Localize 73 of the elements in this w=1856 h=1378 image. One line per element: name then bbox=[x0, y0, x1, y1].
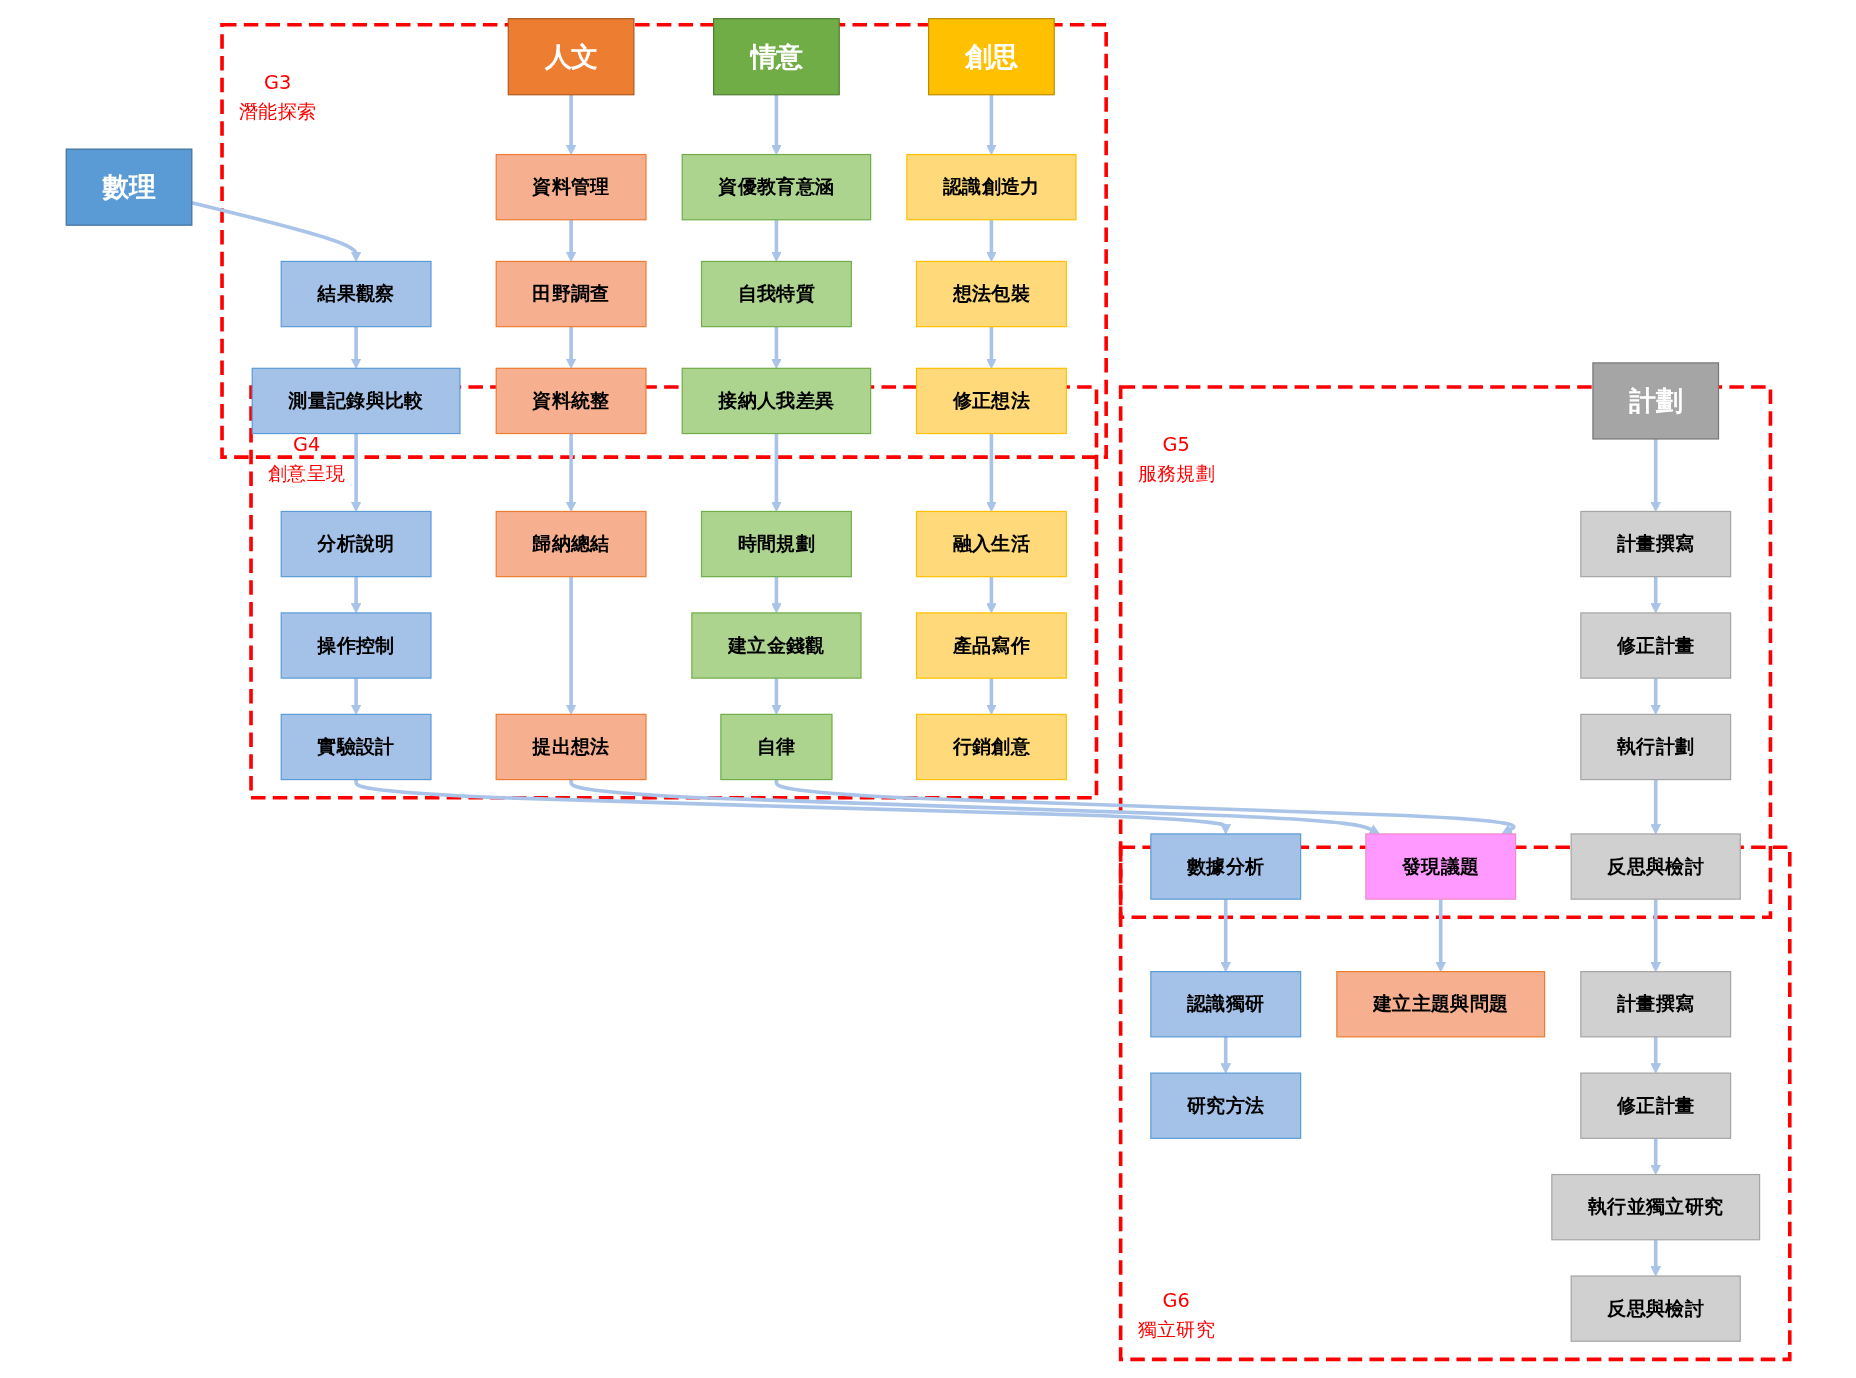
arrow bbox=[986, 219, 997, 262]
node-box: 提出想法 bbox=[495, 713, 647, 781]
node-box: 計畫撰寫 bbox=[1580, 510, 1732, 578]
arrow bbox=[565, 576, 577, 715]
node-box: 自律 bbox=[720, 713, 833, 781]
node-box: 認識獨研 bbox=[1150, 971, 1302, 1038]
arrow bbox=[565, 94, 577, 155]
node-box: 資料管理 bbox=[495, 153, 647, 221]
arrow bbox=[771, 576, 782, 614]
node-box: 結果觀察 bbox=[280, 260, 432, 328]
arrow bbox=[771, 94, 782, 155]
arrow bbox=[350, 678, 362, 715]
node-box: 田野調查 bbox=[495, 260, 647, 328]
arrow bbox=[1650, 1036, 1661, 1074]
node-box: 實驗設計 bbox=[280, 713, 432, 781]
node-box: 研究方法 bbox=[1150, 1072, 1302, 1139]
node-box: 歸納總結 bbox=[495, 510, 647, 578]
arrow bbox=[986, 94, 997, 155]
node-box: 認識創造力 bbox=[906, 153, 1077, 221]
node-box: 融入生活 bbox=[915, 510, 1067, 578]
arrow bbox=[1650, 439, 1661, 512]
arrow bbox=[986, 678, 997, 715]
node-box: 修正計畫 bbox=[1580, 1072, 1732, 1139]
node-box: 自我特質 bbox=[700, 260, 852, 328]
node-box: 發現議題 bbox=[1365, 833, 1517, 900]
arrow bbox=[986, 326, 997, 369]
arrow bbox=[771, 326, 782, 369]
arrow bbox=[350, 326, 362, 369]
arrow bbox=[1650, 779, 1661, 835]
arrow bbox=[1650, 678, 1661, 715]
arrow bbox=[354, 778, 1232, 835]
arrow bbox=[565, 219, 577, 262]
arrow bbox=[986, 433, 997, 512]
node-box: 時間規劃 bbox=[700, 510, 852, 578]
node-box: 想法包裝 bbox=[915, 260, 1067, 328]
node-box: 創思 bbox=[928, 18, 1055, 96]
node-box: 接納人我差異 bbox=[681, 367, 872, 435]
node-box: 數據分析 bbox=[1150, 833, 1302, 900]
node-box: 產品寫作 bbox=[915, 612, 1067, 679]
arrow bbox=[1650, 1138, 1661, 1175]
node-box: 資料統整 bbox=[495, 367, 647, 435]
arrow bbox=[350, 433, 362, 512]
node-box: 計畫撰寫 bbox=[1580, 971, 1732, 1038]
arrow bbox=[565, 326, 577, 369]
arrow bbox=[191, 200, 362, 262]
arrow bbox=[771, 433, 782, 512]
node-box: 測量記錄與比較 bbox=[251, 367, 461, 435]
arrow bbox=[1650, 1239, 1661, 1277]
node-box: 反思與檢討 bbox=[1570, 1275, 1741, 1342]
arrow bbox=[1220, 1036, 1232, 1074]
arrow bbox=[350, 576, 362, 614]
arrow bbox=[986, 576, 997, 614]
node-box: 反思與檢討 bbox=[1570, 833, 1741, 900]
arrow bbox=[774, 778, 1515, 835]
node-box: 計劃 bbox=[1592, 362, 1720, 440]
arrow bbox=[771, 219, 782, 262]
node-box: 分析說明 bbox=[280, 510, 432, 578]
arrow bbox=[771, 678, 782, 715]
arrow bbox=[1650, 576, 1661, 614]
node-box: 操作控制 bbox=[280, 612, 432, 679]
arrow bbox=[1435, 899, 1447, 973]
node-box: 數理 bbox=[65, 148, 193, 226]
node-box: 行銷創意 bbox=[915, 713, 1067, 781]
node-box: 人文 bbox=[507, 18, 635, 96]
node-box: 執行計劃 bbox=[1580, 713, 1732, 781]
node-box: 修正想法 bbox=[915, 367, 1067, 435]
arrow bbox=[1650, 899, 1661, 973]
arrow bbox=[569, 778, 1380, 835]
arrow bbox=[1220, 899, 1232, 973]
node-box: 執行並獨立研究 bbox=[1551, 1173, 1761, 1241]
node-box: 資優教育意涵 bbox=[681, 153, 872, 221]
node-box: 修正計畫 bbox=[1580, 612, 1732, 679]
arrow bbox=[565, 433, 577, 512]
